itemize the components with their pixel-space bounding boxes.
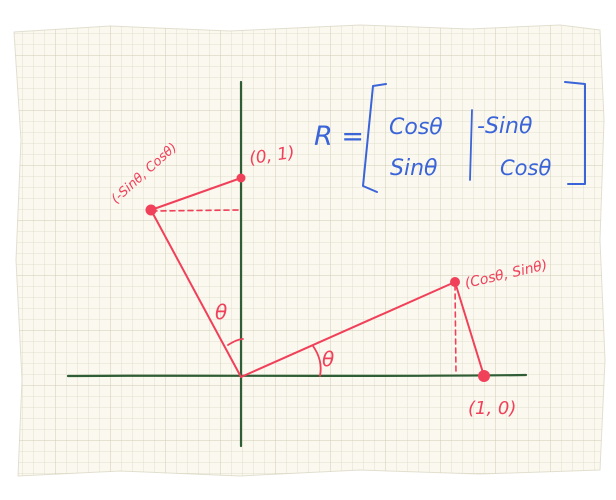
matrix-cell-r1c1: Cosθ (389, 115, 443, 140)
angle-label-upper: θ (215, 300, 227, 324)
y-axis (239, 80, 243, 448)
vector-unit-x (454, 281, 485, 377)
point-unit-x-dot (478, 370, 490, 382)
angle-arc-upper (227, 338, 244, 346)
angle-label-lower: θ (322, 347, 334, 371)
x-axis (66, 373, 528, 378)
rotation-matrix: R = Cosθ -Sinθ Sinθ Cosθ (314, 81, 586, 193)
vector-rotated-x (240, 281, 456, 378)
vector-unit-y (150, 177, 242, 211)
matrix-cell-r1c2: -Sinθ (477, 114, 533, 139)
matrix-right-bracket (564, 81, 586, 185)
point-unit-y-dot (236, 173, 246, 183)
matrix-lhs: R = (314, 121, 364, 152)
label-unit-x: (1, 0) (468, 398, 516, 419)
projection-line-y (151, 209, 242, 212)
matrix-column-divider (469, 109, 473, 181)
vector-rotated-y (150, 209, 242, 378)
matrix-cell-r2c2: Cosθ (500, 156, 551, 180)
projection-line-x (454, 284, 457, 375)
matrix-left-bracket (362, 83, 387, 193)
matrix-cell-r2c1: Sinθ (390, 156, 438, 181)
point-rotated-y-dot (145, 204, 157, 216)
point-rotated-x-dot (450, 277, 460, 287)
grid-lines (14, 25, 605, 476)
angle-arc-lower (312, 345, 322, 377)
